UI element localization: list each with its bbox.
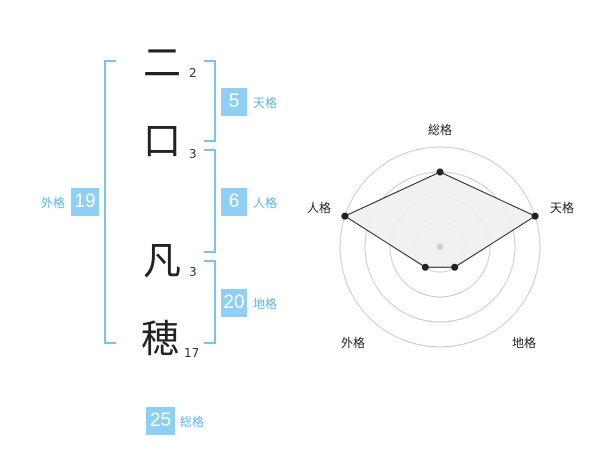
radar-label-chikaku: 地格 bbox=[512, 335, 536, 350]
radar-point bbox=[531, 212, 539, 220]
chikaku-label: 地格 bbox=[253, 297, 278, 311]
name-char-3: 凡 bbox=[143, 239, 182, 283]
tenkaku-value: 5 bbox=[221, 88, 247, 116]
chikaku-value: 20 bbox=[221, 289, 247, 317]
radar-center bbox=[437, 244, 443, 250]
soukaku-value: 25 bbox=[146, 407, 175, 435]
radar-point bbox=[421, 263, 429, 271]
jinkaku-bracket bbox=[204, 149, 216, 253]
soukaku-label: 総格 bbox=[180, 415, 205, 429]
tenkaku-bracket bbox=[204, 60, 216, 142]
name-char-2: 口 bbox=[143, 119, 182, 163]
name-char-1-strokes: 2 bbox=[189, 66, 197, 80]
name-char-4: 穂 bbox=[141, 317, 180, 361]
radar-point bbox=[451, 263, 459, 271]
radar-label-tenkaku: 天格 bbox=[550, 200, 574, 215]
radar-point bbox=[436, 168, 444, 176]
radar-points bbox=[341, 168, 539, 271]
chikaku-bracket bbox=[204, 260, 216, 344]
radar-label-jinkaku: 人格 bbox=[307, 200, 331, 215]
radar-ring bbox=[339, 146, 541, 348]
radar-label-gaikaku: 外格 bbox=[341, 335, 365, 350]
name-char-3-strokes: 3 bbox=[189, 265, 197, 279]
name-char-2-strokes: 3 bbox=[189, 147, 197, 161]
name-char-1: 二 bbox=[143, 41, 182, 85]
jinkaku-label: 人格 bbox=[253, 196, 278, 210]
jinkaku-value: 6 bbox=[221, 188, 247, 216]
gaikaku-value: 19 bbox=[71, 188, 99, 216]
name-char-4-strokes: 17 bbox=[184, 346, 200, 360]
radar-point bbox=[341, 212, 349, 220]
radar-area bbox=[343, 171, 537, 268]
gaikaku-label: 外格 bbox=[41, 196, 66, 210]
radar-label-soukaku: 総格 bbox=[428, 122, 452, 137]
gaikaku-bracket bbox=[104, 60, 116, 344]
tenkaku-label: 天格 bbox=[253, 96, 278, 110]
